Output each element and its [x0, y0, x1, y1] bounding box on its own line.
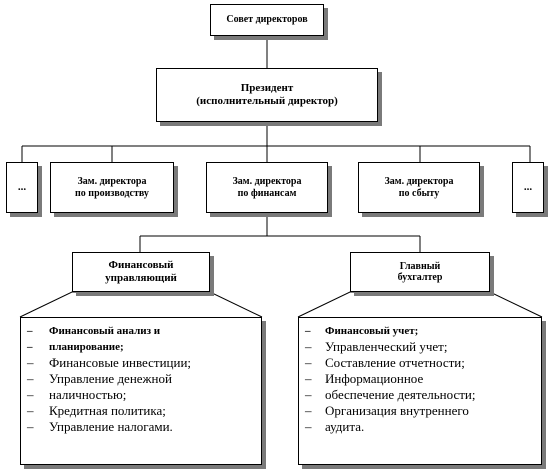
- list-item: обеспечение деятельности;: [305, 387, 535, 403]
- financial-manager-title: Финансовый: [108, 259, 174, 272]
- deputy-finance-title: Зам. директора: [232, 176, 302, 187]
- chief-accountant-duties: Финансовый учет; Управленческий учет; Со…: [298, 317, 542, 465]
- deputy-finance-area: по финансам: [237, 187, 297, 199]
- deputy-production-box: Зам. директора по производству: [50, 162, 174, 213]
- board-of-directors-box: Совет директоров: [210, 4, 324, 36]
- list-item: Организация внутреннего: [305, 403, 535, 419]
- deputy-sales-title: Зам. директора: [384, 176, 454, 187]
- list-item: Управление денежной: [27, 371, 255, 387]
- list-item: Финансовый учет;: [305, 323, 535, 339]
- financial-manager-fan: [19, 291, 263, 318]
- list-item: Финансовый анализ и: [27, 323, 255, 339]
- list-item: Финансовые инвестиции;: [27, 355, 255, 371]
- list-item: Кредитная политика;: [27, 403, 255, 419]
- list-item: Управление налогами.: [27, 419, 255, 435]
- deputy-finance-box: Зам. директора по финансам: [206, 162, 328, 213]
- list-item: Управленческий учет;: [305, 339, 535, 355]
- list-item: Информационное: [305, 371, 535, 387]
- list-item: аудита.: [305, 419, 535, 435]
- deputy-production-title: Зам. директора: [77, 176, 147, 187]
- deputy-left-ellipsis-box: ...: [6, 162, 38, 213]
- president-subtitle: (исполнительный директор): [196, 95, 338, 107]
- deputy-right-ellipsis: ...: [523, 181, 533, 194]
- deputy-production-area: по производству: [75, 187, 149, 199]
- deputy-sales-box: Зам. директора по сбыту: [358, 162, 480, 213]
- list-item: планирование;: [27, 339, 255, 355]
- financial-manager-duties: Финансовый анализ и планирование; Финанс…: [20, 317, 262, 465]
- deputy-right-ellipsis-box: ...: [512, 162, 544, 213]
- financial-manager-box: Финансовый управляющий: [72, 252, 210, 292]
- chief-accountant-subtitle: бухгалтер: [397, 272, 443, 283]
- president-title: Президент: [240, 82, 294, 95]
- chief-accountant-box: Главный бухгалтер: [350, 252, 490, 292]
- deputy-sales-area: по сбыту: [398, 187, 440, 199]
- chief-accountant-fan: [297, 291, 543, 318]
- board-of-directors-label: Совет директоров: [226, 14, 308, 26]
- list-item: Составление отчетности;: [305, 355, 535, 371]
- chief-accountant-title: Главный: [399, 260, 441, 272]
- list-item: наличностью;: [27, 387, 255, 403]
- deputy-left-ellipsis: ...: [17, 181, 27, 194]
- president-box: Президент (исполнительный директор): [156, 68, 378, 122]
- financial-manager-subtitle: управляющий: [105, 272, 177, 284]
